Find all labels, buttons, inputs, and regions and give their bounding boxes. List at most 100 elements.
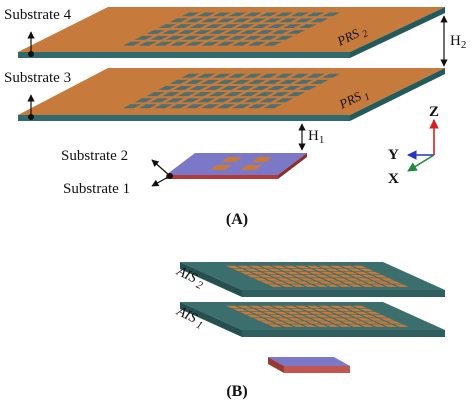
unit-cell-patch xyxy=(212,35,231,40)
unit-cell-patch xyxy=(262,311,278,315)
unit-cell-patch xyxy=(311,278,326,281)
unit-cell-patch xyxy=(380,318,395,321)
unit-cell-patch xyxy=(224,30,243,34)
unit-cell-patch xyxy=(237,305,252,309)
unit-cell-patch xyxy=(185,18,204,23)
unit-cell-patch xyxy=(382,324,397,327)
unit-cell-patch xyxy=(193,92,212,97)
unit-cell-patch xyxy=(290,73,309,78)
prs-2-front-edge xyxy=(18,52,350,58)
prs-2-side-edge xyxy=(350,7,445,58)
ais-1-board xyxy=(180,302,445,337)
unit-cell-patch xyxy=(290,12,309,17)
unit-cell-patch xyxy=(269,315,285,318)
unit-cell-patch xyxy=(331,271,347,275)
unit-cell-patch xyxy=(220,24,239,28)
unit-cell-patch xyxy=(347,268,363,272)
unit-cell-patch xyxy=(263,79,282,84)
unit-cell-patch xyxy=(393,284,409,287)
unit-cell-patch xyxy=(138,104,157,109)
unit-cell-patch xyxy=(228,12,247,17)
unit-cell-patch xyxy=(279,18,298,23)
unit-cell-patch xyxy=(212,98,231,103)
ais-2-label-sub: 2 xyxy=(194,279,205,292)
unit-cell-patch xyxy=(341,321,356,324)
unit-cell-patch xyxy=(197,98,216,103)
antenna-element-b xyxy=(268,357,350,373)
unit-cell-patch xyxy=(181,98,200,103)
unit-cell-patch xyxy=(267,324,282,327)
substrate-4-label: Substrate 4 xyxy=(4,7,72,23)
unit-cell-patch xyxy=(308,311,324,315)
unit-cell-patch xyxy=(283,305,298,309)
unit-cell-patch xyxy=(185,41,204,46)
unit-cell-patch xyxy=(275,73,294,78)
unit-cell-patch xyxy=(220,86,239,90)
antenna-element xyxy=(166,153,307,179)
unit-cell-patch xyxy=(375,321,390,324)
unit-cell-patch xyxy=(354,311,370,315)
unit-cell-patch xyxy=(177,30,196,34)
unit-cell-patch xyxy=(301,284,317,287)
x-axis-label: X xyxy=(388,171,399,187)
unit-cell-patch xyxy=(290,308,305,312)
unit-cell-patch xyxy=(320,311,335,315)
unit-cell-patch xyxy=(185,104,204,109)
prs-1-top-face xyxy=(18,68,445,115)
unit-cell-patch xyxy=(158,86,177,90)
unit-cell-patch xyxy=(185,79,204,84)
unit-cell-patch xyxy=(240,92,259,97)
unit-cell-patch xyxy=(236,24,255,28)
unit-cell-patch xyxy=(232,308,248,312)
unit-cell-patch xyxy=(329,321,344,324)
unit-cell-patch xyxy=(306,265,321,269)
unit-cell-patch xyxy=(324,308,340,312)
unit-cell-patch xyxy=(327,315,342,318)
unit-cell-patch xyxy=(248,305,264,309)
unit-cell-patch xyxy=(274,311,289,315)
unit-cell-patch xyxy=(262,271,278,275)
antenna-b-top-face xyxy=(268,357,350,366)
unit-cell-patch xyxy=(258,315,273,318)
antenna-patch xyxy=(252,157,272,162)
unit-cell-patch xyxy=(310,79,329,84)
unit-cell-patch xyxy=(247,41,267,46)
unit-cell-patch xyxy=(294,79,313,84)
unit-cell-patch xyxy=(123,41,142,46)
unit-cell-patch xyxy=(315,275,331,278)
unit-cell-patch xyxy=(313,284,328,287)
unit-cell-patch xyxy=(310,18,329,23)
unit-cell-patch xyxy=(267,268,282,272)
unit-cell-patch xyxy=(299,278,315,281)
unit-cell-patch xyxy=(204,86,224,90)
unit-cell-patch xyxy=(134,98,153,103)
unit-cell-patch xyxy=(239,271,255,275)
figure-b-caption: (B) xyxy=(226,383,247,400)
unit-cell-patch xyxy=(350,315,365,318)
unit-cell-patch xyxy=(253,318,269,321)
unit-cell-patch xyxy=(267,86,286,90)
ais-2-side-edge xyxy=(180,262,242,297)
unit-cell-patch xyxy=(306,305,321,309)
antenna-patch-array xyxy=(210,157,272,170)
unit-cell-patch xyxy=(173,86,192,90)
unit-cell-patch xyxy=(347,308,363,312)
unit-cell-patch xyxy=(298,24,317,28)
unit-cell-patch xyxy=(169,104,188,109)
unit-cell-patch xyxy=(329,265,344,269)
unit-cell-patch xyxy=(258,275,273,278)
unit-cell-patch xyxy=(327,275,342,278)
antenna-front-edge xyxy=(166,175,278,179)
substrate-1-label: Substrate 1 xyxy=(63,181,130,197)
unit-cell-patch xyxy=(393,324,409,327)
unit-cell-patch xyxy=(352,281,367,284)
unit-cell-patch xyxy=(138,41,157,46)
unit-cell-patch xyxy=(243,35,263,40)
unit-cell-patch xyxy=(283,321,298,324)
prs-1-label-sub: 1 xyxy=(363,91,372,103)
unit-cell-patch xyxy=(387,281,402,284)
unit-cell-patch xyxy=(278,324,294,327)
unit-cell-patch xyxy=(165,98,185,103)
unit-cell-patch xyxy=(334,318,349,321)
